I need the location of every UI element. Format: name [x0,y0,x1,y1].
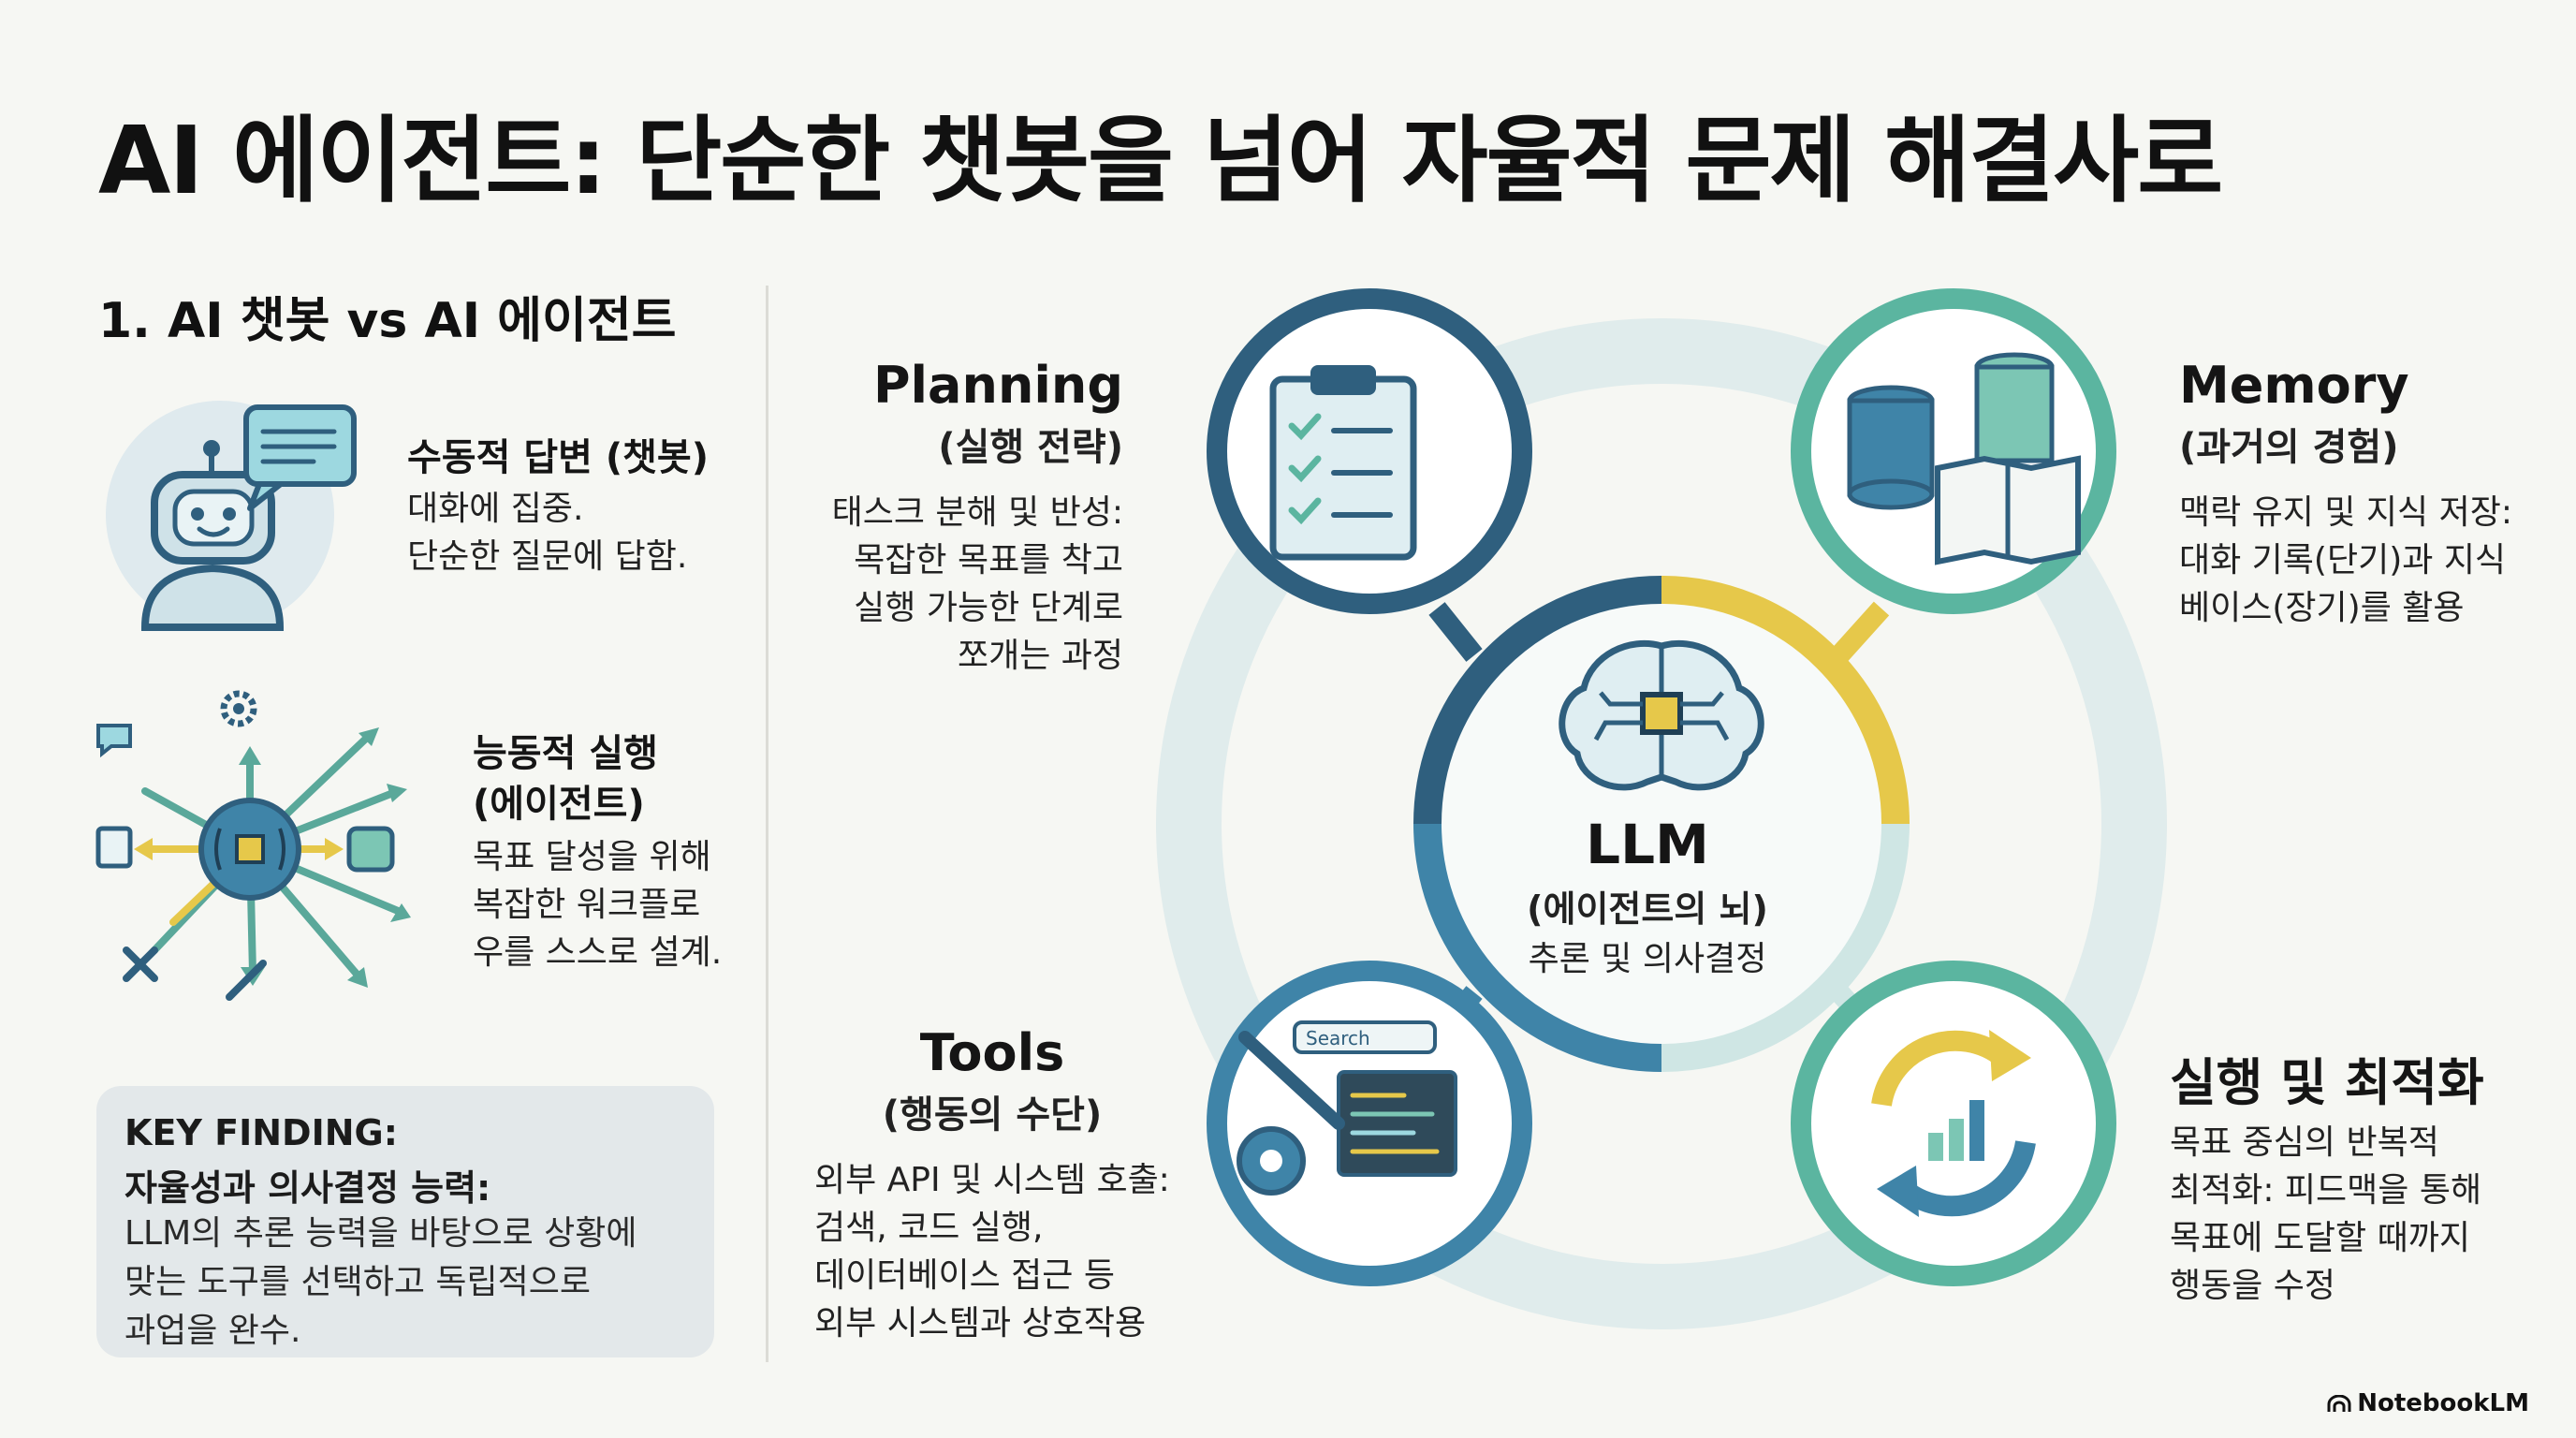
brain-icon [1559,639,1764,791]
key-finding-line: LLM의 추론 능력을 바탕으로 상황에 [124,1214,637,1253]
outer-ring [1156,318,2167,1329]
agent-network-icon [95,690,411,1001]
llm-description: 추론 및 의사결정 [1528,940,1767,978]
chatbot-title: 수동적 답변 (챗봇) [407,436,710,479]
chatbot-line: 대화에 집중. [407,490,584,528]
execution-line: 행동을 수정 [2170,1267,2336,1306]
center-arc-tools [1413,823,1662,1072]
memory-description: 맥락 유지 및 지식 저장: 대화 기록(단기)과 지식 베이스(장기)를 활용 [2179,489,2512,632]
planning-title: Planning [872,356,1123,415]
tools-description: 외부 API 및 시스템 호출: 검색, 코드 실행, 데이터베이스 접근 등 … [814,1156,1170,1347]
memory-line: 맥락 유지 및 지식 저장: [2179,493,2512,532]
tools-line: 외부 API 및 시스템 호출: [814,1161,1170,1199]
notebooklm-brand: NotebookLM [2327,1389,2529,1417]
llm-subtitle: (에이전트의 뇌) [1527,888,1768,930]
execution-line: 최적화: 피드맥을 통해 [2170,1171,2482,1211]
key-finding-label: KEY FINDING: [124,1112,398,1153]
agent-title-line: 능동적 실행 [473,732,658,775]
tools-line: 외부 시스템과 상호작용 [814,1304,1147,1343]
planning-line: 태스크 분해 및 반성: [831,493,1123,532]
key-finding-line: 과업을 완수. [124,1312,301,1351]
tools-title: Tools [919,1023,1065,1082]
agent-line: 목표 달성을 위해 [473,838,711,876]
clipboard-checklist-icon [1269,365,1417,561]
brand-label: NotebookLM [2357,1389,2529,1417]
tools-line: 데이터베이스 접근 등 [814,1256,1115,1296]
execution-title: 실행 및 최적화 [2170,1053,2484,1112]
planning-description: 태스크 분해 및 반성: 목잡한 목표를 착고 실행 가능한 단계로 쪼개는 과… [749,489,1123,680]
key-finding-line: 맞는 도구를 선택하고 독립적으로 [124,1263,592,1302]
section-heading: 1. AI 챗봇 vs AI 에이전트 [98,293,677,349]
key-finding-box: KEY FINDING: 자율성과 의사결정 능력: LLM의 추론 능력을 바… [96,1086,714,1357]
search-box-label: Search [1306,1027,1370,1049]
planning-line: 쪼개는 과정 [957,637,1123,676]
notebooklm-logo-icon [2327,1394,2351,1412]
tools-line: 검색, 코드 실행, [814,1209,1044,1248]
memory-line: 베이스(장기)를 활용 [2179,589,2465,628]
memory-line: 대화 기록(단기)과 지식 [2179,541,2507,580]
page-title: AI 에이전트: 단순한 챗봇을 넘어 자율적 문제 해결사로 [98,106,2223,215]
center-circle [1427,590,1895,1058]
chatbot-description: 대화에 집중. 단순한 질문에 답함. [407,485,687,580]
memory-subtitle: (과거의 경험) [2179,426,2399,469]
tools-wrench-code-icon: Search [1237,1020,1457,1196]
tools-subtitle: (행동의 수단) [882,1093,1103,1137]
center-arc-memory [1661,576,1910,825]
planning-subtitle: (실행 전략) [938,426,1123,469]
agent-line: 우를 스스로 설계. [473,933,723,973]
vertical-divider [766,286,768,1362]
chatbot-robot-icon [106,401,357,631]
agent-title: 능동적 실행 (에이전트) [473,728,658,829]
center-arc-execution [1661,823,1910,1072]
agent-line: 복잡한 워크플로 [473,886,701,925]
cycle-optimization-icon [1871,1030,2036,1217]
chatbot-line: 단순한 질문에 답함. [407,537,688,577]
planning-line: 목잡한 목표를 착고 [854,541,1123,580]
key-finding-subtitle: 자율성과 의사결정 능력: [124,1167,491,1209]
key-finding-body: LLM의 추론 능력을 바탕으로 상황에 맞는 도구를 선택하고 독립적으로 과… [124,1210,637,1357]
agent-description: 목표 달성을 위해 복잡한 워크플로 우를 스스로 설계. [473,833,722,976]
database-book-icon [1847,352,2081,565]
center-arc-planning [1413,576,1662,825]
llm-title: LLM [1586,813,1709,876]
execution-description: 목표 중심의 반복적 최적화: 피드맥을 통해 목표에 도달할 때까지 행동을 … [2170,1119,2481,1310]
execution-line: 목표에 도달할 때까지 [2170,1219,2470,1258]
execution-line: 목표 중심의 반복적 [2170,1123,2439,1162]
memory-title: Memory [2179,356,2409,415]
planning-line: 실행 가능한 단계로 [854,589,1123,628]
agent-title-line: (에이전트) [473,783,645,826]
